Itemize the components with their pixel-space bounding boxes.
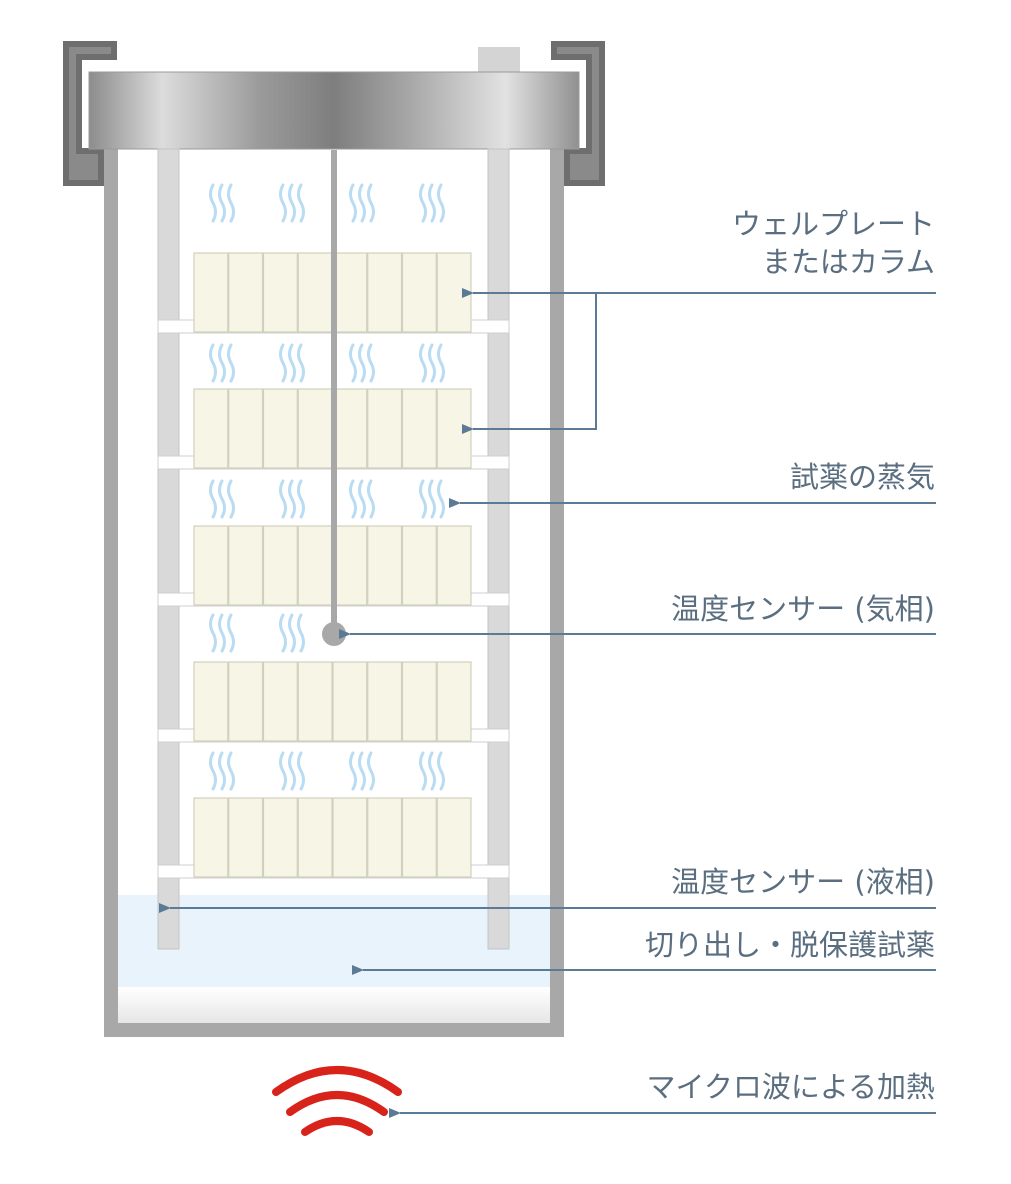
plate-well [401, 661, 437, 742]
plate-well [297, 661, 333, 742]
plate-well [228, 525, 264, 606]
leader-lines [159, 288, 936, 1118]
liquid-reagent [118, 895, 550, 987]
plate-well [367, 797, 403, 878]
plate-well [297, 388, 333, 469]
vapor-wave-icon [209, 183, 235, 223]
label-cleavage-reagent: 切り出し・脱保護試薬 [644, 928, 935, 962]
vapor-wave-icon [349, 751, 375, 791]
plate-well [193, 388, 229, 469]
vapor-wave-icon [419, 343, 445, 383]
plate-well [297, 252, 333, 333]
vapor-wave-icon [209, 751, 235, 791]
sample-rack [157, 148, 510, 950]
temperature-sensor-rod [331, 150, 337, 632]
microwave-wave-icon [272, 1066, 402, 1136]
vessel-wall [104, 145, 564, 1037]
vapor-wave-icon [209, 613, 235, 653]
plate-well [401, 797, 437, 878]
left-clamp-inner [69, 47, 111, 180]
vapor-wave-icon [349, 183, 375, 223]
label-reagent-vapor: 試薬の蒸気 [789, 460, 935, 494]
plate-well [401, 388, 437, 469]
plate-well [262, 525, 298, 606]
plate-well [193, 797, 229, 878]
plate-well [228, 797, 264, 878]
vapor-wave-icon [279, 183, 305, 223]
label-temp-sensor-gas: 温度センサー (気相) [671, 592, 935, 626]
plate-well [367, 252, 403, 333]
temperature-sensor-gas-tip [322, 622, 346, 646]
right-clamp [551, 41, 605, 186]
plate-well [262, 388, 298, 469]
plate-well [367, 661, 403, 742]
plate-well [332, 252, 368, 333]
plate-well [228, 661, 264, 742]
plate-well [228, 388, 264, 469]
plate-well [193, 252, 229, 333]
vapor-wave-icon [209, 343, 235, 383]
vapor-wave-icon [279, 751, 305, 791]
label-well-plate-line2: またはカラム [761, 245, 935, 279]
plate-well [297, 525, 333, 606]
plate-well [436, 525, 472, 606]
plate-well [228, 252, 264, 333]
vapor-wave-icon [349, 343, 375, 383]
plate-well [332, 661, 368, 742]
vapor-wave-icon [419, 479, 445, 519]
plate-well [262, 661, 298, 742]
vessel-bottom-shade [118, 987, 550, 1023]
vapor-wave-icon [419, 183, 445, 223]
vapor-wave-icon [279, 479, 305, 519]
plate-well [436, 797, 472, 878]
rack-post-right [487, 148, 510, 950]
plate-well [193, 525, 229, 606]
plate-well [367, 388, 403, 469]
plate-well [262, 797, 298, 878]
plate-well [436, 388, 472, 469]
plate-well [436, 252, 472, 333]
vapor-wave-icon [419, 751, 445, 791]
label-well-plate-line1: ウェルプレート [731, 207, 935, 241]
rack-post-left [157, 148, 180, 950]
label-well-plate: ウェルプレート またはカラム [732, 205, 935, 281]
plate-well [332, 388, 368, 469]
right-clamp-inner [557, 47, 599, 180]
plate-well [193, 661, 229, 742]
plate-well [332, 797, 368, 878]
label-temp-sensor-liquid: 温度センサー (液相) [671, 865, 935, 899]
vapor-wave-icon [349, 479, 375, 519]
plate-well [436, 661, 472, 742]
plate-well [332, 525, 368, 606]
plate-well [367, 525, 403, 606]
label-microwave-heating: マイクロ波による加熱 [646, 1070, 935, 1104]
vessel-lid [88, 71, 580, 150]
leader-well-plate-branch [462, 293, 597, 434]
vapor-wave-icon [209, 479, 235, 519]
vapor-wave-icon [279, 343, 305, 383]
plate-well [297, 797, 333, 878]
plate-well [401, 525, 437, 606]
vapor-wave-icon [279, 613, 305, 653]
lid-port [478, 47, 520, 73]
left-clamp [63, 41, 117, 186]
plate-well [262, 252, 298, 333]
plate-well [401, 252, 437, 333]
